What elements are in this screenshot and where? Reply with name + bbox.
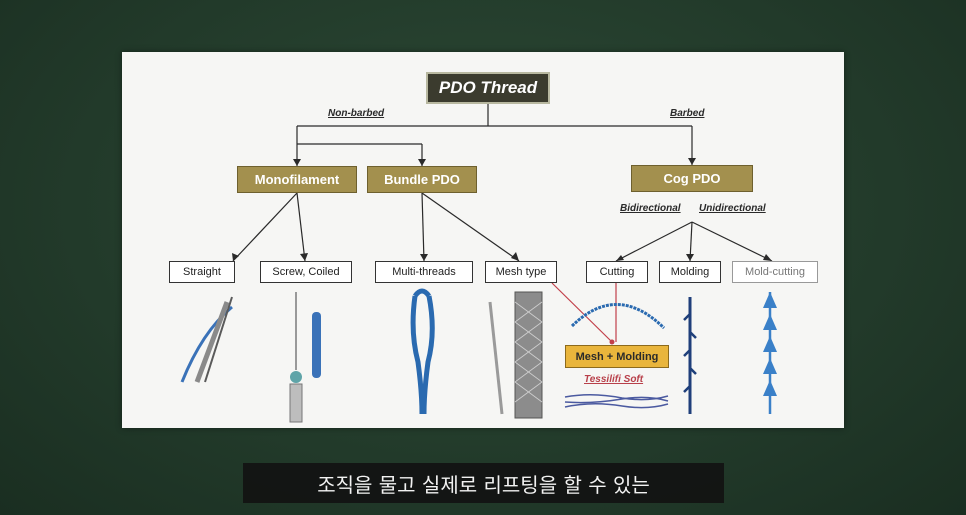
tessilifi-image (564, 394, 669, 409)
root-node-pdo-thread: PDO Thread (426, 72, 550, 104)
branch-label-non-barbed: Non-barbed (328, 108, 385, 119)
multi-thread-image (410, 288, 435, 415)
video-subtitle: 조직을 물고 실제로 리프팅을 할 수 있는 (243, 463, 724, 503)
combo-mesh-molding: Mesh + Molding (565, 345, 669, 368)
leaf-multi-threads: Multi-threads (375, 261, 473, 283)
molding-thread-image (683, 297, 697, 414)
leaf-mold-cutting: Mold-cutting (732, 261, 818, 283)
screw-thread-image (289, 292, 321, 423)
branch-label-unidirectional: Unidirectional (699, 203, 766, 214)
category-cog-pdo: Cog PDO (631, 165, 753, 192)
connectors (232, 104, 773, 262)
cutting-thread-image (570, 303, 666, 330)
mesh-link-line (551, 282, 613, 343)
leaf-straight: Straight (169, 261, 235, 283)
product-label-tessilifi-soft: Tessilifi Soft (584, 374, 644, 385)
leaf-molding: Molding (659, 261, 721, 283)
branch-label-bidirectional: Bidirectional (620, 203, 681, 214)
diagram-graphics (180, 104, 777, 423)
leaf-screw-coiled: Screw, Coiled (260, 261, 352, 283)
leaf-cutting: Cutting (586, 261, 648, 283)
straight-thread-image (180, 296, 233, 383)
category-monofilament: Monofilament (237, 166, 357, 193)
branch-label-barbed: Barbed (670, 108, 705, 119)
moldcutting-thread-image (763, 292, 777, 414)
category-bundle-pdo: Bundle PDO (367, 166, 477, 193)
link-dot (609, 339, 615, 345)
mesh-thread-image (488, 291, 543, 419)
leaf-mesh-type: Mesh type (485, 261, 557, 283)
arrowheads (232, 158, 772, 261)
slide: PDO Thread Non-barbed Barbed Monofilamen… (122, 52, 844, 428)
